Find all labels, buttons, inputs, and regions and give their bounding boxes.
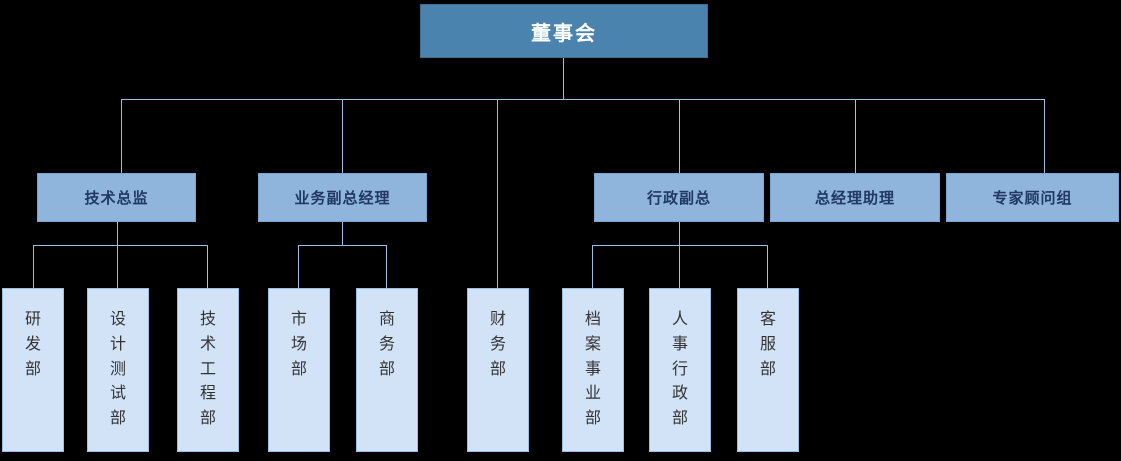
connector-drop-customer-service-dept <box>767 245 768 288</box>
node-label: 技术总监 <box>84 189 149 207</box>
node-customer-service-dept[interactable]: 客服部 <box>737 288 799 452</box>
node-label-vertical: 研发部 <box>24 309 41 378</box>
connector-root-down <box>563 58 564 99</box>
node-label-vertical: 设计测试部 <box>109 309 126 428</box>
node-archive-dept[interactable]: 档案事业部 <box>562 288 624 452</box>
connector-drop-tech-director <box>121 99 122 173</box>
connector-tech-director-down <box>117 222 118 246</box>
connector-drop-rnd-dept <box>33 245 34 288</box>
connector-drop-expert-advisory <box>1044 99 1045 173</box>
node-label-vertical: 技术工程部 <box>199 309 216 428</box>
node-gm-assistant[interactable]: 总经理助理 <box>770 173 940 222</box>
connector-drop-commerce-dept <box>386 245 387 288</box>
node-label: 总经理助理 <box>814 189 895 207</box>
connector-drop-archive-dept <box>592 245 593 288</box>
connector-business-vp-bus <box>298 245 387 246</box>
node-commerce-dept[interactable]: 商务部 <box>356 288 418 452</box>
node-label-vertical: 市场部 <box>290 309 307 378</box>
node-admin-vp[interactable]: 行政副总 <box>594 173 764 222</box>
node-label-vertical: 商务部 <box>378 309 395 378</box>
node-design-test-dept[interactable]: 设计测试部 <box>87 288 149 452</box>
node-rnd-dept[interactable]: 研发部 <box>2 288 64 452</box>
connector-business-vp-down <box>342 222 343 246</box>
connector-admin-vp-bus <box>592 245 768 246</box>
node-label: 董事会 <box>531 20 597 45</box>
node-finance-dept[interactable]: 财务部 <box>467 288 529 452</box>
connector-admin-vp-down <box>679 222 680 246</box>
node-hr-admin-dept[interactable]: 人事行政部 <box>649 288 711 452</box>
connector-tech-director-bus <box>33 245 208 246</box>
node-marketing-dept[interactable]: 市场部 <box>268 288 330 452</box>
node-expert-advisory[interactable]: 专家顾问组 <box>946 173 1119 222</box>
node-tech-director[interactable]: 技术总监 <box>37 173 196 222</box>
connector-drop-business-vp <box>342 99 343 173</box>
node-label: 行政副总 <box>646 189 711 207</box>
connector-drop-design-test-dept <box>117 245 118 288</box>
node-tech-engineering-dept[interactable]: 技术工程部 <box>177 288 239 452</box>
connector-drop-finance-dept <box>497 99 498 288</box>
node-label-vertical: 档案事业部 <box>584 309 601 428</box>
node-label: 专家顾问组 <box>992 189 1073 207</box>
connector-drop-gm-assistant <box>855 99 856 173</box>
connector-drop-marketing-dept <box>298 245 299 288</box>
connector-level1-bus <box>121 99 1045 100</box>
connector-drop-tech-engineering-dept <box>207 245 208 288</box>
connector-drop-admin-vp <box>679 99 680 173</box>
node-label-vertical: 人事行政部 <box>671 309 688 428</box>
node-business-vp[interactable]: 业务副总经理 <box>258 173 427 222</box>
node-label: 业务副总经理 <box>294 189 391 207</box>
node-label-vertical: 财务部 <box>489 309 506 378</box>
node-board-of-directors[interactable]: 董事会 <box>420 4 708 58</box>
connector-drop-hr-admin-dept <box>679 245 680 288</box>
node-label-vertical: 客服部 <box>759 309 776 378</box>
